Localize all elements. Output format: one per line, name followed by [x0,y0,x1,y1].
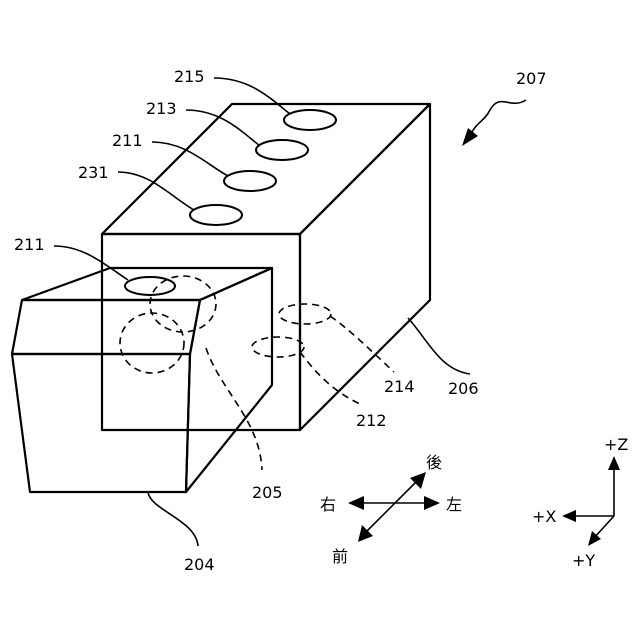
axis-x-label: +X [532,507,556,526]
axis-z-label: +Z [604,435,628,454]
hidden-hole-214 [279,304,331,324]
direction-front: 前 [332,547,348,566]
hole-213 [256,140,308,160]
label-207: 207 [516,69,547,88]
label-231: 231 [78,163,109,182]
direction-back: 後 [426,453,442,472]
leader-207 [470,100,526,136]
direction-right: 右 [320,495,336,514]
direction-compass [348,472,440,542]
hole-215 [284,110,336,130]
leader-231 [118,172,194,210]
label-211-top: 211 [112,131,143,150]
label-204: 204 [184,555,215,574]
label-215: 215 [174,67,205,86]
label-214: 214 [384,377,415,396]
leader-215 [214,78,290,114]
hole-211-left [125,277,175,295]
label-206: 206 [448,379,479,398]
label-213: 213 [146,99,177,118]
leader-213 [186,110,260,146]
hidden-hole-212 [252,337,304,357]
hidden-circle-b [120,313,184,373]
label-211-left: 211 [14,235,45,254]
coordinate-axes [562,456,620,546]
front-block-204 [12,268,272,492]
leader-206 [408,318,470,374]
leader-214 [330,316,394,372]
axis-y-label: +Y [572,551,595,570]
hole-211-top [224,171,276,191]
leader-204 [148,492,198,546]
label-205: 205 [252,483,283,502]
direction-left: 左 [446,495,462,514]
label-212: 212 [356,411,387,430]
arrow-207 [462,128,478,146]
hole-231 [190,205,242,225]
